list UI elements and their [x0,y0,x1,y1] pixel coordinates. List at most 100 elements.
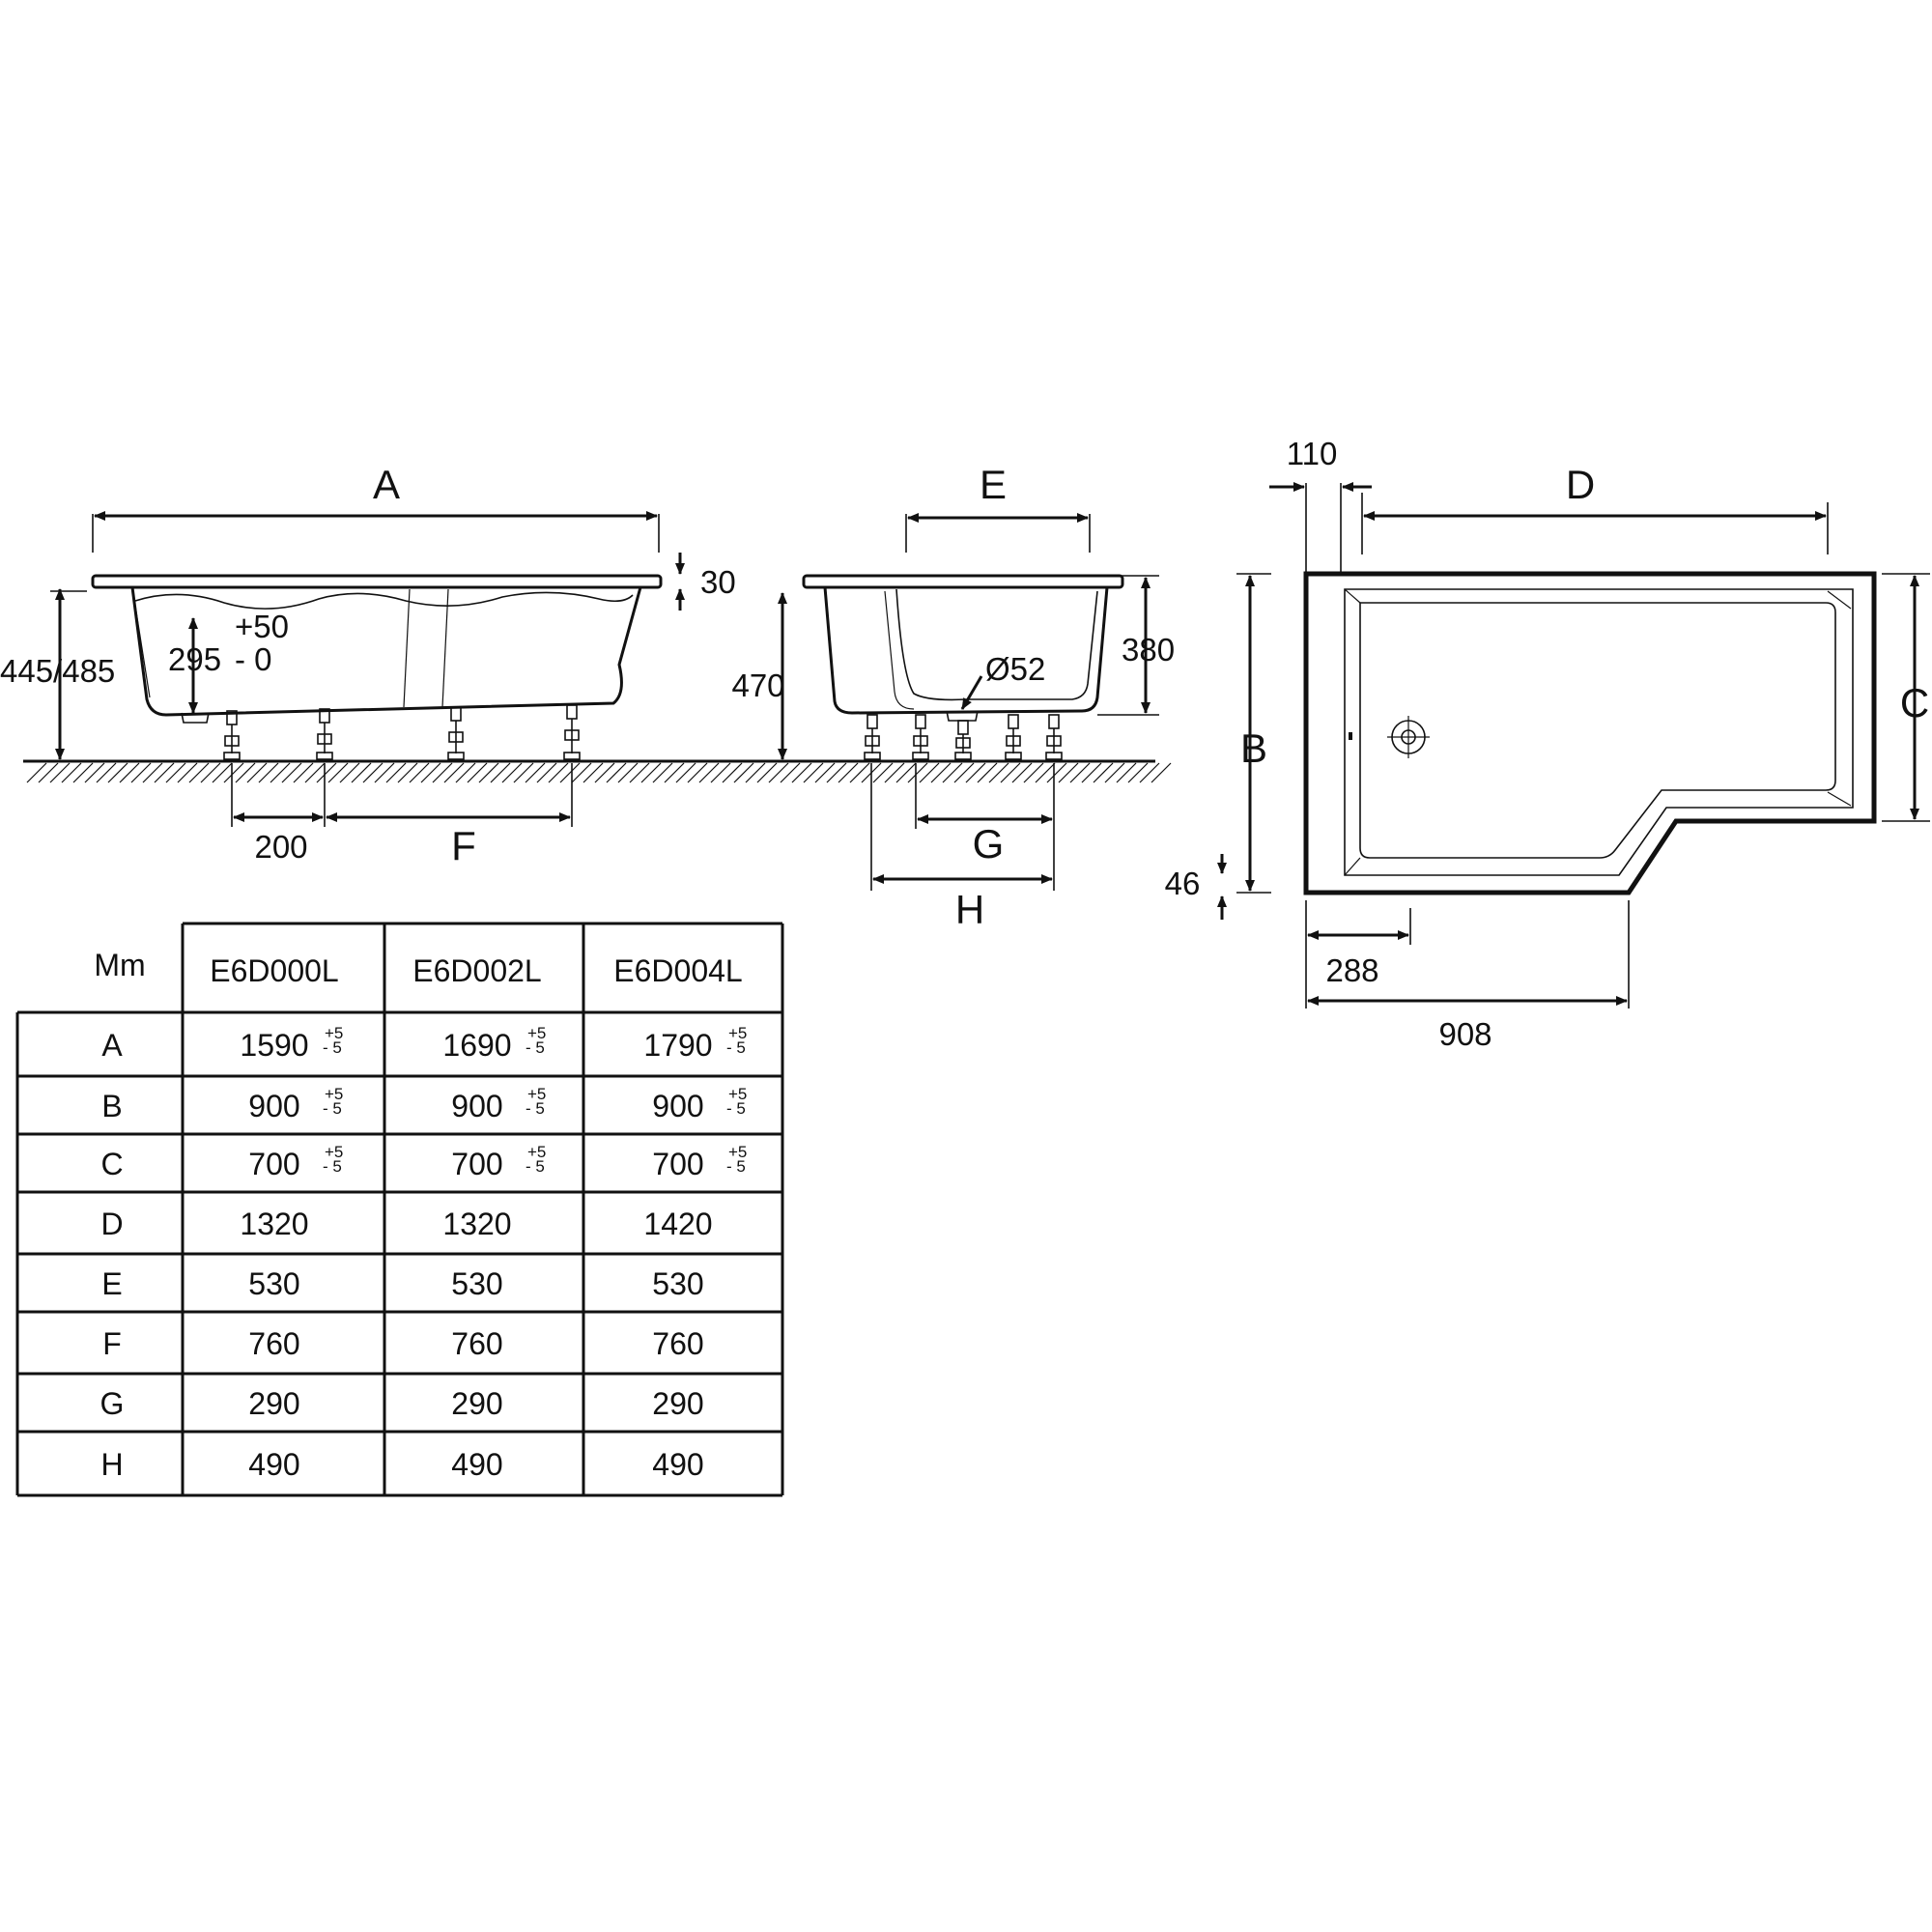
table-row-key: E [101,1266,122,1301]
dim-295-label: 295 [168,641,221,677]
table-cell-value: 1320 [240,1207,308,1241]
tolerance-plus: +5 [325,1143,343,1161]
dim-470-label: 470 [731,668,784,703]
dim-380-label: 380 [1122,632,1175,668]
tolerance-minus: - 5 [526,1157,545,1176]
end-view: E 470 380 Ø52 G H [731,462,1175,932]
table-cell-value: 290 [248,1386,299,1421]
table-row-key: F [102,1326,122,1361]
label-f: F [451,823,476,868]
legs-long [223,704,581,760]
table-header: E6D000L E6D002L E6D004L [210,953,742,988]
table-cell-value: 900 [451,1089,502,1123]
tolerance-plus: +5 [527,1024,546,1042]
drain-outlet [181,712,210,724]
floor-hatch [23,759,1172,783]
table-cell-value: 700 [451,1147,502,1181]
tub-rim-long [91,574,663,589]
tolerance-plus: +5 [728,1143,747,1161]
tolerance-minus: - 5 [726,1157,746,1176]
label-h: H [955,887,984,932]
dim-minus0-label: - 0 [235,641,272,677]
table-row: F 760 760 760 [102,1326,703,1361]
table-cell-value: 1420 [643,1207,712,1241]
table-row-key: H [100,1447,123,1482]
label-e: E [980,462,1007,507]
table-cell-value: 760 [248,1326,299,1361]
table-row: G 290 290 290 [100,1386,704,1421]
table-cell-value: 700 [652,1147,703,1181]
table-cell-value: 1320 [442,1207,511,1241]
table-row-key: B [101,1089,122,1123]
table-header-model: E6D004L [613,953,742,988]
tub-outline-plan [1303,571,1877,895]
tolerance-minus: - 5 [323,1038,342,1057]
table-cell-value: 1690 [442,1028,511,1063]
table-header-model: E6D000L [210,953,338,988]
tolerance-plus: +5 [527,1143,546,1161]
side-view-long: A 30 445/485 +50 295 - 0 200 F [0,462,736,868]
table-grid [15,922,784,1497]
table-row-key: D [100,1207,123,1241]
tub-body-end [823,586,1109,715]
dim-445-485-label: 445/485 [0,653,115,689]
dim-908-label: 908 [1438,1016,1492,1052]
label-d: D [1566,462,1595,507]
dim-46-label: 46 [1165,866,1201,901]
table-cell-value: 1790 [643,1028,712,1063]
tub-basin [1359,602,1836,859]
label-c: C [1900,680,1929,725]
table-cell-value: 490 [248,1447,299,1482]
tolerance-minus: - 5 [726,1099,746,1118]
table-unit-label: Mm [94,948,145,982]
table-cell-value: 290 [652,1386,703,1421]
plan-view: 110 D B C 46 288 908 [1165,436,1930,1052]
table-cell-value: 530 [652,1266,703,1301]
dim-30-label: 30 [700,564,736,600]
table-cell-value: 530 [451,1266,502,1301]
table-row-key: G [100,1386,125,1421]
water-line [134,591,634,610]
table-cell-value: 530 [248,1266,299,1301]
table-cell-value: 760 [652,1326,703,1361]
table-cell-value: 290 [451,1386,502,1421]
label-b: B [1240,725,1267,771]
dim-phi52-label: Ø52 [985,651,1045,687]
table-row: E 530 530 530 [101,1266,703,1301]
tolerance-minus: - 5 [323,1099,342,1118]
table-row-key: C [100,1147,123,1181]
legs-end [864,714,1063,760]
table-cell-value: 900 [652,1089,703,1123]
tub-body-long [130,586,642,717]
table-cell-value: 1590 [240,1028,308,1063]
tolerance-minus: - 5 [526,1038,545,1057]
tolerance-plus: +5 [728,1085,747,1103]
table-row: D 1320 1320 1420 [100,1207,712,1241]
dim-plus50-label: +50 [235,609,289,644]
table-header-model: E6D002L [412,953,541,988]
table-cell-value: 900 [248,1089,299,1123]
table-cell-value: 490 [652,1447,703,1482]
table-row-key: A [101,1028,123,1063]
tolerance-plus: +5 [527,1085,546,1103]
table-cell-value: 700 [248,1147,299,1181]
dim-110-label: 110 [1287,436,1338,471]
tolerance-minus: - 5 [526,1099,545,1118]
tolerance-minus: - 5 [726,1038,746,1057]
tolerance-plus: +5 [325,1024,343,1042]
tolerance-plus: +5 [728,1024,747,1042]
table-cell-value: 760 [451,1326,502,1361]
dim-200-label: 200 [254,829,307,865]
dim-288-label: 288 [1325,952,1378,988]
tolerance-plus: +5 [325,1085,343,1103]
label-a-side: A [373,462,400,507]
tub-inner-rim [1344,588,1854,876]
tub-rim-end [802,574,1124,589]
